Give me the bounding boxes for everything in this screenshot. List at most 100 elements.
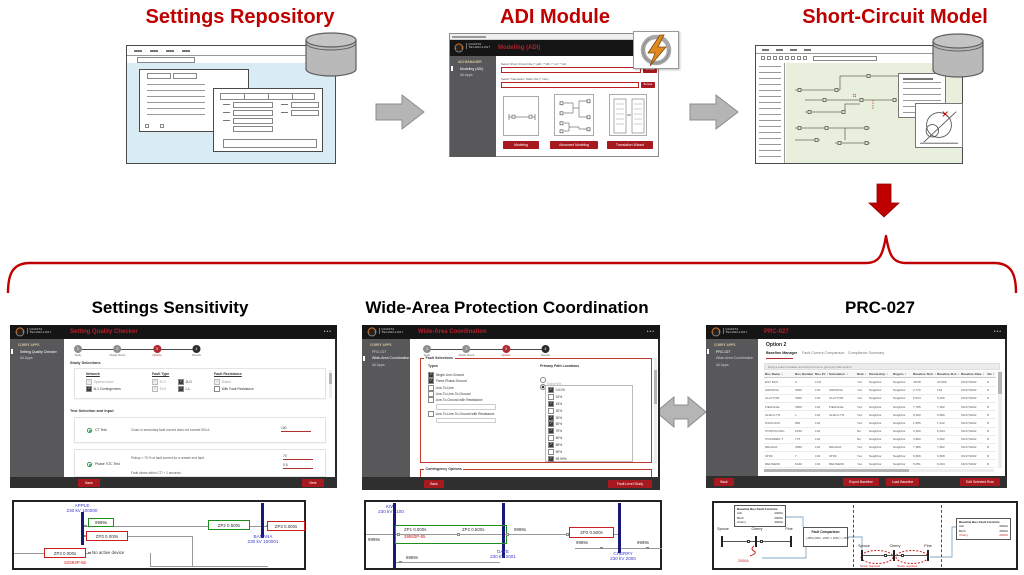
toolbar-input[interactable] <box>137 57 195 63</box>
column-header[interactable]: Bus kV ▼ <box>814 371 828 379</box>
adi-browse-button-1[interactable]: Browse <box>643 67 657 73</box>
sidebar-item[interactable]: All Apps <box>372 362 385 367</box>
filter-icon[interactable]: ▼ <box>933 373 936 376</box>
toggle-on-icon[interactable] <box>87 462 92 467</box>
filter-icon[interactable]: ▼ <box>845 373 849 376</box>
more-menu[interactable]: ••• <box>323 329 332 335</box>
advanced-modeling-button[interactable]: Advanced Modeling <box>550 141 598 149</box>
tab-2[interactable] <box>173 73 197 79</box>
export-baseline-button[interactable]: Export Baseline <box>843 478 879 486</box>
resistance-input[interactable] <box>436 417 496 424</box>
location-option[interactable]: 10% <box>548 394 562 401</box>
location-option[interactable]: 80% <box>548 435 562 442</box>
sidebar-item[interactable]: PRC-027 <box>707 349 758 355</box>
checkbox-icon[interactable] <box>145 124 149 128</box>
horizontal-scrollbar[interactable] <box>764 469 994 472</box>
edit-selected-row-button[interactable]: Edit Selected Row <box>960 478 1000 486</box>
more-menu[interactable]: ••• <box>993 329 1002 335</box>
filter-icon[interactable]: ▼ <box>864 373 867 376</box>
checkbox-item[interactable]: N-1 Contingencies <box>86 385 121 392</box>
checkbox-item[interactable]: System Intact <box>86 379 114 385</box>
checkbox-item[interactable]: Single Line-Ground <box>428 372 464 378</box>
scrollbar[interactable] <box>654 358 657 463</box>
sidebar-item[interactable]: Wide-Area Coordination <box>363 355 410 361</box>
column-header[interactable]: Val ▼ <box>986 371 996 379</box>
location-option[interactable]: 20% <box>548 407 562 414</box>
tab-compliance-summary[interactable]: Compliance Summary <box>848 351 885 355</box>
column-header[interactable]: Bus Number ▼ <box>794 371 814 379</box>
column-header[interactable]: Region ▼ <box>892 371 912 379</box>
translation-wizard-button[interactable]: Translation Wizard <box>607 141 653 149</box>
sidebar-item[interactable]: All Apps <box>20 356 33 361</box>
column-header[interactable]: Real ▼ <box>856 371 868 379</box>
toolbar-button[interactable] <box>791 56 795 60</box>
checkbox-item[interactable]: L-L <box>178 385 190 392</box>
location-option[interactable]: 85% <box>548 442 562 448</box>
column-header[interactable]: Ownership ▼ <box>868 371 892 379</box>
checkbox-item[interactable]: With Fault Resistance <box>214 385 254 392</box>
back-button[interactable]: Back <box>78 478 100 487</box>
form-field[interactable] <box>233 118 273 124</box>
toolbar-button[interactable] <box>773 56 777 60</box>
checkbox-item[interactable]: Line-To-Line <box>428 384 454 391</box>
baseline-table[interactable]: Bus Name ▼Bus Number ▼Bus kV ▼Substation… <box>764 371 996 468</box>
sidebar-item[interactable]: Wide-Area Coordination <box>716 356 754 361</box>
standard-locations-listbox[interactable]: 0.01%10%15%20%30%50%70%80%85%90%99.99% <box>545 385 633 462</box>
form-field[interactable] <box>233 126 273 132</box>
adi-file-input-2[interactable] <box>501 82 639 88</box>
location-option[interactable]: 30% <box>548 414 562 421</box>
column-header[interactable]: Baseline SLG ▼ <box>912 371 936 379</box>
form-field[interactable] <box>291 102 319 108</box>
more-menu[interactable]: ••• <box>646 329 655 335</box>
checkbox-item[interactable]: Line-To-Line-To-Ground <box>428 390 470 397</box>
location-option[interactable]: 0.01% <box>548 387 565 394</box>
tab-baseline-manager[interactable]: Baseline Manager <box>766 351 798 355</box>
next-button[interactable]: Next <box>302 478 324 487</box>
form-field[interactable] <box>233 102 273 108</box>
load-baseline-button[interactable]: Load Baseline <box>886 478 919 486</box>
ct-test-value[interactable]: 100 <box>281 426 311 432</box>
column-header[interactable]: Baseline 3LG ▼ <box>936 371 960 379</box>
modeling-button[interactable]: Modeling <box>503 141 539 149</box>
adi-file-input-1[interactable] <box>501 67 641 73</box>
toggle-on-icon[interactable] <box>87 428 92 433</box>
toc-pickup-value[interactable]: 70 <box>283 454 313 460</box>
location-option[interactable]: 90% <box>548 448 562 455</box>
toolbar-button[interactable] <box>779 56 783 60</box>
group-by-bar[interactable]: Drag a column header and drop it here to… <box>764 363 1000 370</box>
toolbar-button[interactable] <box>797 56 801 60</box>
toolbar-button[interactable] <box>785 56 789 60</box>
filter-icon[interactable]: ▼ <box>957 373 960 376</box>
filter-icon[interactable]: ▼ <box>904 373 907 376</box>
fault-level-study-button[interactable]: Fault Level Study <box>608 479 652 488</box>
tab-fault-current-comparison[interactable]: Fault Current Comparison <box>802 351 845 355</box>
filter-icon[interactable]: ▼ <box>992 373 995 376</box>
location-option[interactable]: 50% <box>548 421 562 428</box>
toc-time-value[interactable]: 0.5 <box>283 463 313 469</box>
back-button[interactable]: Back <box>424 479 444 488</box>
checkbox-item[interactable]: Bolted <box>214 379 231 385</box>
sidebar-item[interactable]: Setting Quality Checker <box>11 349 64 355</box>
filter-icon[interactable]: ▼ <box>781 373 784 376</box>
resistance-input[interactable] <box>436 404 496 410</box>
back-button[interactable]: Back <box>714 478 734 486</box>
toolbar-input[interactable] <box>813 56 877 61</box>
form-field[interactable] <box>291 110 319 116</box>
checkbox-item[interactable]: Line-To-Ground with Resistance <box>428 397 483 404</box>
